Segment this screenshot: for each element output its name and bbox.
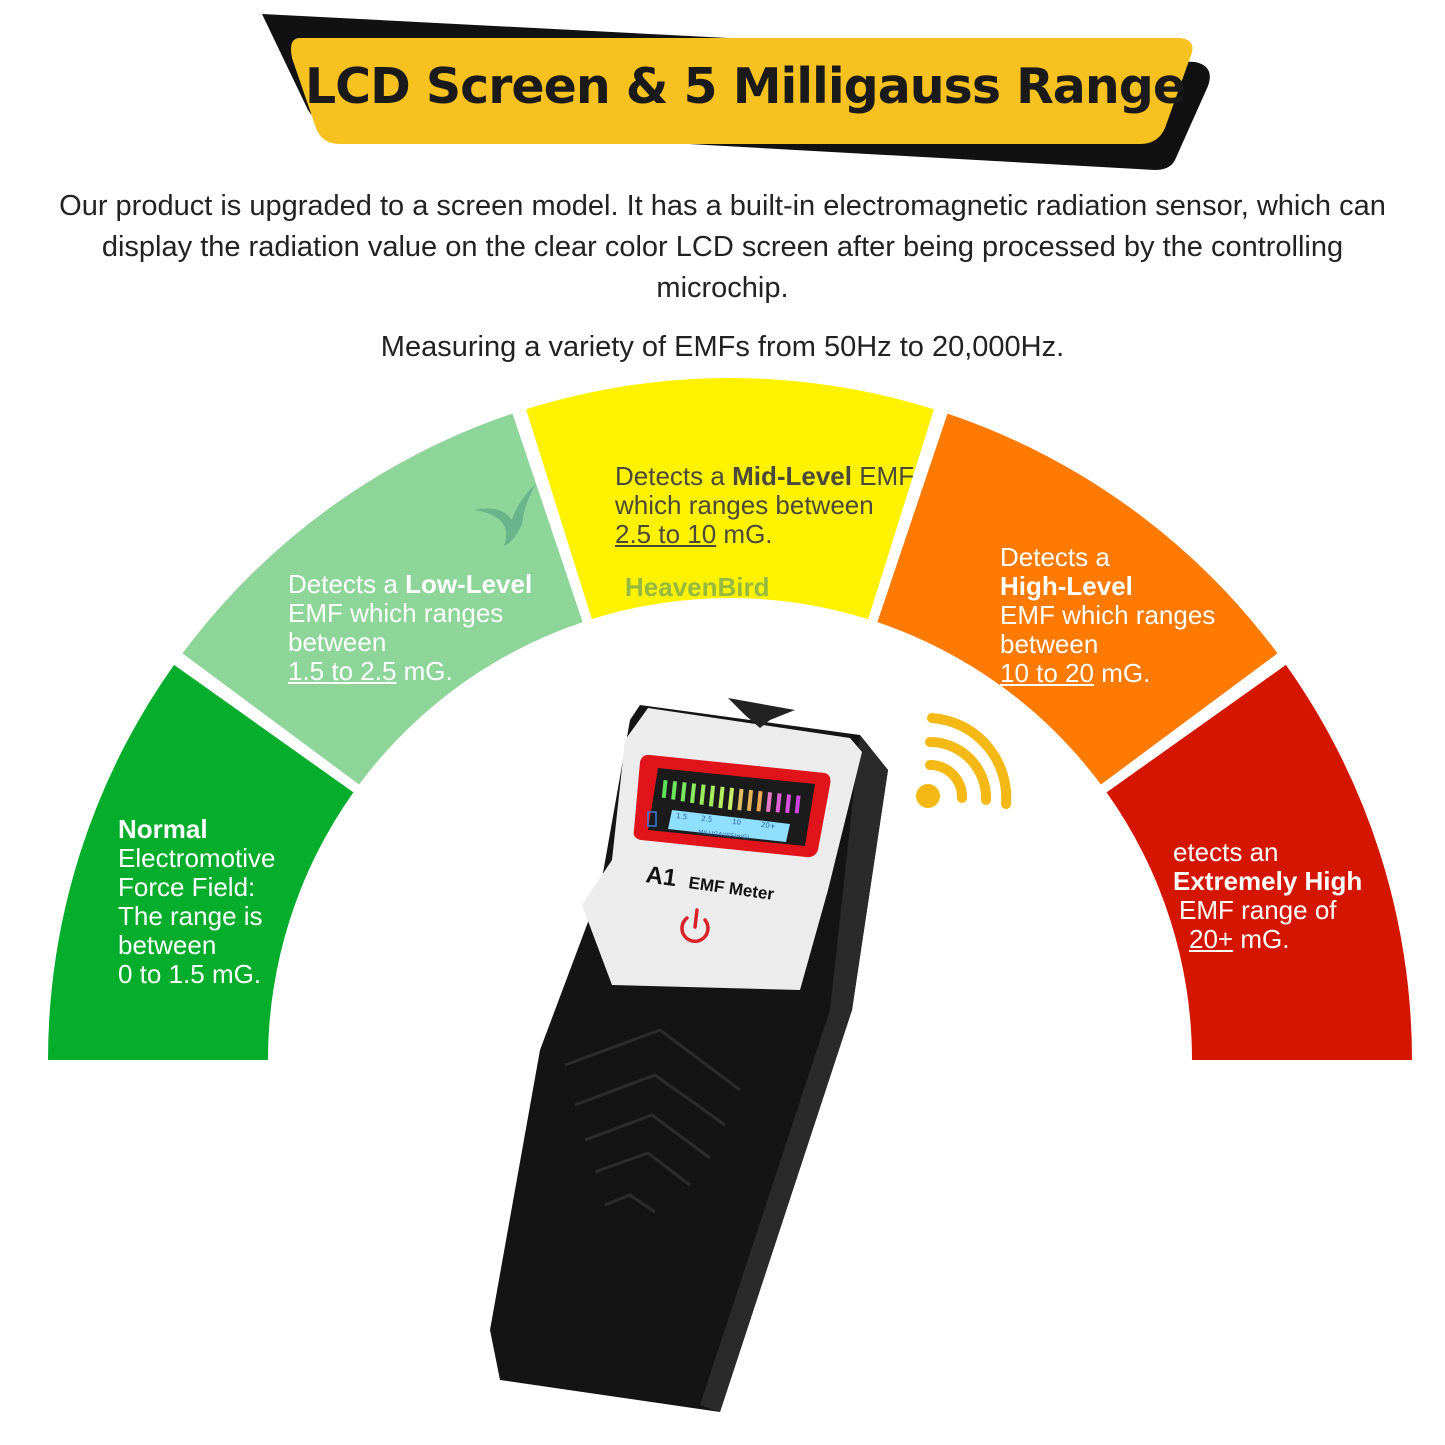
lcd-bar	[746, 789, 754, 811]
watermark-logo: HeavenBird	[625, 572, 770, 602]
range-value: 0 to 1.5	[118, 959, 205, 989]
battery-icon	[647, 811, 657, 827]
gauge-segment-extreme	[1106, 664, 1412, 1060]
level-low-text: Detects a Low-Level EMF which ranges bet…	[288, 569, 533, 686]
page-title: LCD Screen & 5 Milligauss Range	[304, 58, 1186, 115]
lcd-bar	[794, 795, 801, 814]
power-icon[interactable]	[680, 908, 710, 944]
gauge-segment-high	[877, 413, 1278, 785]
lcd-bar	[785, 794, 792, 813]
lcd-bar	[718, 786, 725, 809]
bird-logo-icon	[474, 484, 536, 546]
gauge-segment-low	[182, 413, 583, 785]
range-value: 10 to 20	[1000, 658, 1094, 688]
level-normal-text: Normal Electromotive Force Field: The ra…	[118, 814, 276, 989]
lcd-bar	[737, 788, 744, 811]
lcd-bar	[661, 779, 668, 799]
lcd-bar	[671, 781, 678, 800]
lcd-bar-graph	[661, 779, 801, 814]
lcd-bar	[699, 784, 706, 805]
lcd-bar	[775, 793, 782, 813]
lcd-bar	[708, 785, 716, 807]
range-value: 20+	[1189, 924, 1234, 954]
lcd-bar	[680, 782, 687, 802]
level-extreme-text: etects an Extremely High EMF range of 20…	[1173, 837, 1363, 954]
wireless-signal-icon	[916, 713, 1012, 809]
range-value: 2.5 to 10	[615, 519, 717, 549]
lcd-bar	[727, 787, 735, 810]
lcd-bar	[690, 783, 697, 804]
gauge-segment-mid	[526, 378, 934, 620]
intro-paragraph: Our product is upgraded to a screen mode…	[59, 190, 1386, 304]
level-mid-text: Detects a Mid-Level EMF which ranges bet…	[615, 461, 915, 549]
title-banner	[262, 14, 1210, 170]
device-model: A1	[644, 861, 678, 892]
lcd-bar	[756, 790, 763, 812]
frequency-range-text: Measuring a variety of EMFs from 50Hz to…	[380, 331, 1065, 363]
level-high-text: Detects a High-Level EMF which ranges be…	[1000, 542, 1216, 688]
range-value: 1.5 to 2.5	[288, 656, 397, 686]
gauge-segment-normal	[48, 664, 354, 1060]
lcd-bar	[766, 792, 773, 812]
